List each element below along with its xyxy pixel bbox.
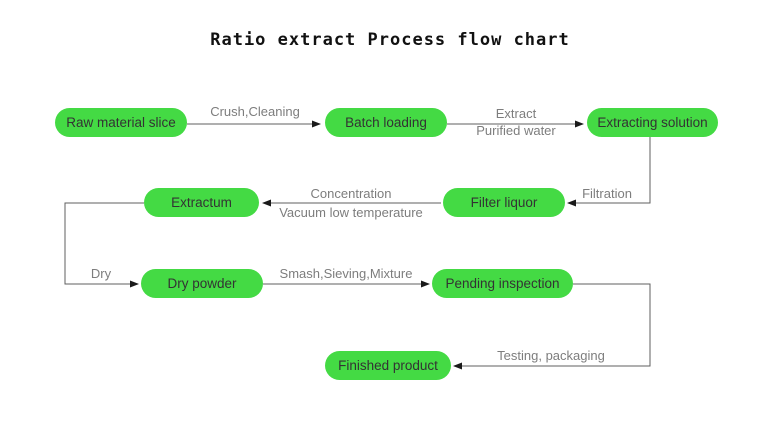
node-extracting-solution: Extracting solution bbox=[587, 108, 718, 137]
node-batch-loading: Batch loading bbox=[325, 108, 447, 137]
chart-title: Ratio extract Process flow chart bbox=[210, 30, 570, 50]
node-label: Raw material slice bbox=[66, 115, 176, 130]
edge-label-smash-sieving-mixture: Smash,Sieving,Mixture bbox=[279, 266, 413, 281]
node-label: Extractum bbox=[171, 195, 232, 210]
edge-label-crush-cleaning: Crush,Cleaning bbox=[210, 104, 300, 119]
node-label: Filter liquor bbox=[470, 195, 538, 210]
node-finished-product: Finished product bbox=[325, 351, 451, 380]
edge-filtration-line bbox=[567, 137, 651, 207]
edge-label-vacuum-low-temperature: Vacuum low temperature bbox=[279, 205, 423, 220]
node-dry-powder: Dry powder bbox=[141, 269, 263, 298]
edge-label-filtration: Filtration bbox=[582, 186, 632, 201]
edge-label-dry: Dry bbox=[90, 266, 112, 281]
node-extractum: Extractum bbox=[144, 188, 259, 217]
node-label: Dry powder bbox=[167, 276, 237, 291]
node-label: Finished product bbox=[338, 358, 438, 373]
edge-label-extract: Extract bbox=[495, 106, 537, 121]
edge-label-concentration: Concentration bbox=[310, 186, 392, 201]
node-pending-inspection: Pending inspection bbox=[432, 269, 573, 298]
node-label: Pending inspection bbox=[445, 276, 560, 291]
node-label: Batch loading bbox=[345, 115, 427, 130]
edge-dry-line bbox=[64, 202, 144, 288]
node-filter-liquor: Filter liquor bbox=[443, 188, 565, 217]
edge-label-purified-water: Purified water bbox=[476, 123, 556, 138]
edge-testing-packaging-line bbox=[453, 283, 651, 370]
node-label: Extracting solution bbox=[597, 115, 708, 130]
node-raw-material-slice: Raw material slice bbox=[55, 108, 187, 137]
edge-label-testing-packaging: Testing, packaging bbox=[497, 348, 605, 363]
